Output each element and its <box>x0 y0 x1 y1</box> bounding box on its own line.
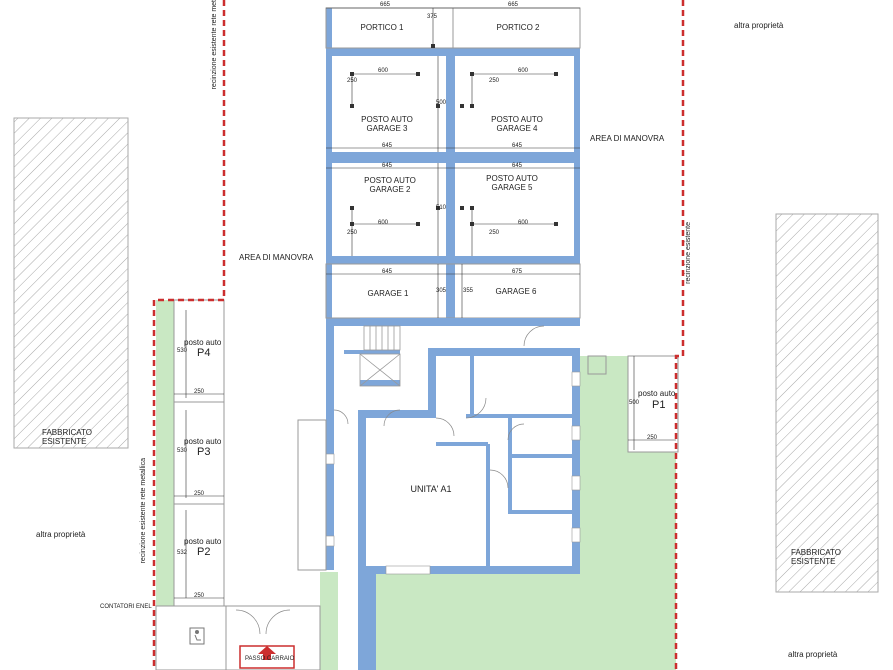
dim-250-p3: 250 <box>194 491 205 497</box>
dim-250-g4: 250 <box>489 78 500 84</box>
dim-532-p2: 532 <box>177 550 188 556</box>
dim-250-p1: 250 <box>647 435 658 441</box>
dim-305: 305 <box>436 288 447 294</box>
dim-645-lower-right: 645 <box>512 163 523 169</box>
garage-5-label: POSTO AUTO GARAGE 5 <box>486 174 538 192</box>
dim-665-top-left: 665 <box>380 2 391 8</box>
garage-3-label: POSTO AUTO GARAGE 3 <box>361 115 413 133</box>
fabbricato-right-label: FABBRICATO ESISTENTE <box>791 548 841 566</box>
dim-500-upper: 500 <box>436 100 447 106</box>
fabbricato-right-line1: FABBRICATO <box>791 548 841 557</box>
garage-2-line2: GARAGE 2 <box>369 185 411 195</box>
dim-250-g5: 250 <box>489 230 500 236</box>
p4-label: P4 <box>197 347 211 359</box>
existing-building-left <box>13 117 129 449</box>
altra-proprieta-bottom-right: altra proprietà <box>788 650 838 659</box>
entrance-arrow-icon <box>258 646 276 660</box>
garage-4-line2: GARAGE 4 <box>496 124 538 134</box>
fabbricato-left-line1: FABBRICATO <box>42 428 92 437</box>
altra-proprieta-left: altra proprietà <box>36 530 86 539</box>
unita-a1-label: UNITA' A1 <box>410 484 452 494</box>
dim-600-g2: 600 <box>378 220 389 226</box>
garden-strip-left <box>156 300 174 606</box>
p3-posto-auto: posto auto <box>184 437 222 446</box>
fabbricato-right-line2: ESISTENTE <box>791 557 836 567</box>
dim-665-top-right: 665 <box>508 2 519 8</box>
dim-250-g2: 250 <box>347 230 358 236</box>
dim-530-p3: 530 <box>177 448 188 454</box>
dim-530-p4: 530 <box>177 348 188 354</box>
parking-p1-bay <box>627 355 679 453</box>
portico-2-label: PORTICO 2 <box>496 23 540 32</box>
altra-proprieta-top-right: altra proprietà <box>734 21 784 30</box>
garden-main <box>376 574 676 670</box>
garage-5-line1: POSTO AUTO <box>486 174 538 183</box>
stairs <box>359 325 401 387</box>
area-manovra-right-label: AREA DI MANOVRA <box>590 134 665 143</box>
dim-645-g1: 645 <box>382 269 393 275</box>
portico-1-label: PORTICO 1 <box>360 23 404 32</box>
dim-645-lower: 645 <box>382 163 393 169</box>
dim-645-upper: 645 <box>382 143 393 149</box>
dim-675-g6: 675 <box>512 269 523 275</box>
dim-600-g5: 600 <box>518 220 529 226</box>
fabbricato-left-line2: ESISTENTE <box>42 437 87 447</box>
dim-355: 355 <box>463 288 474 294</box>
contatori-label: CONTATORI ENEL <box>100 604 152 610</box>
dim-375: 375 <box>427 14 438 20</box>
dim-600-g3: 600 <box>378 68 389 74</box>
recinzione-left-label: recinzione esistente rete metallica <box>140 458 147 564</box>
garage-3-line1: POSTO AUTO <box>361 115 413 124</box>
garage-2-label: POSTO AUTO GARAGE 2 <box>364 176 416 194</box>
garage-1-label: GARAGE 1 <box>367 289 409 298</box>
dim-250-p2: 250 <box>194 593 205 599</box>
p2-posto-auto: posto auto <box>184 537 222 546</box>
fabbricato-left-label: FABBRICATO ESISTENTE <box>42 428 92 446</box>
p2-label: P2 <box>197 546 211 558</box>
dim-645-upper-right: 645 <box>512 143 523 149</box>
recinzione-top-label: recinzione esistente rete met <box>211 0 218 90</box>
dim-250-g3: 250 <box>347 78 358 84</box>
p4-posto-auto: posto auto <box>184 338 222 347</box>
garage-4-line1: POSTO AUTO <box>491 115 543 124</box>
dim-600-g4: 600 <box>518 68 529 74</box>
dim-510: 510 <box>436 205 447 211</box>
garage-2-line1: POSTO AUTO <box>364 176 416 185</box>
passo-carraio-label: PASSO CARRAIO <box>245 656 295 662</box>
garden-strip-bottom <box>320 572 338 670</box>
house-walls <box>326 318 580 670</box>
recinzione-right-label: recinzione esistente <box>685 222 692 284</box>
dim-250-p4: 250 <box>194 389 205 395</box>
garage-3-line2: GARAGE 3 <box>366 124 408 134</box>
dimension-lines <box>174 7 676 599</box>
garage-4-label: POSTO AUTO GARAGE 4 <box>491 115 543 133</box>
p3-label: P3 <box>197 446 211 458</box>
accessibility-icon <box>189 627 205 645</box>
garage-5-line2: GARAGE 5 <box>491 183 533 193</box>
fence-lines <box>152 0 685 670</box>
garage-6-label: GARAGE 6 <box>495 287 537 296</box>
dim-500-p1: 500 <box>629 400 640 406</box>
existing-building-right <box>775 213 879 593</box>
area-manovra-left-label: AREA DI MANOVRA <box>239 253 314 262</box>
p1-posto-auto: posto auto <box>638 389 676 398</box>
p1-label: P1 <box>652 399 666 411</box>
